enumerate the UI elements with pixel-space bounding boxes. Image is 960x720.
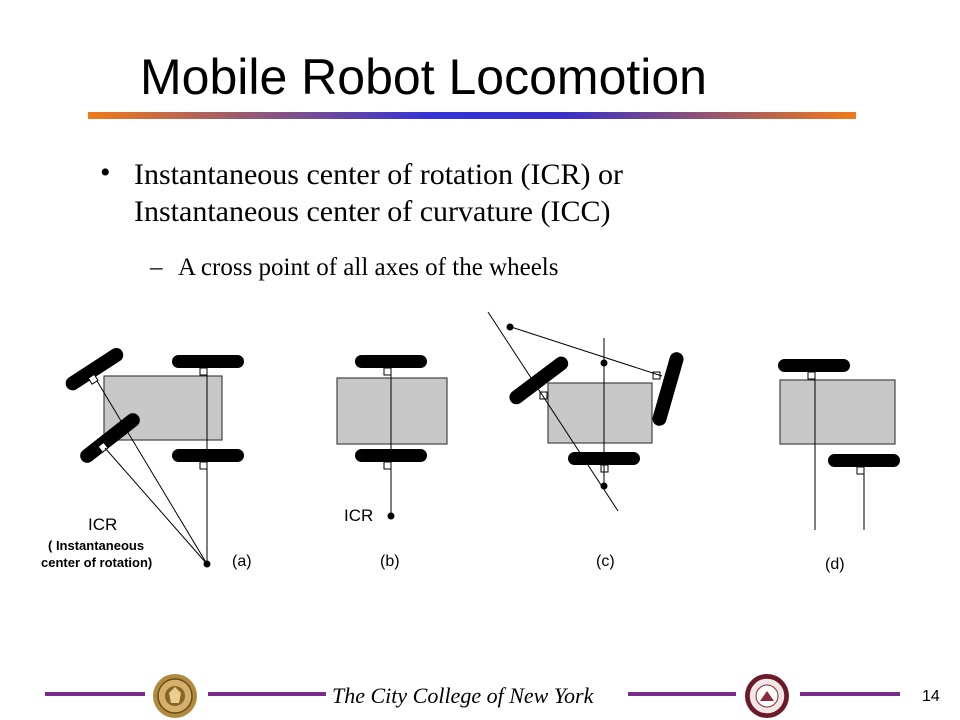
panel-b [336,355,448,520]
page-number: 14 [922,688,940,705]
icr-desc-a-1: ( Instantaneous [48,538,144,553]
panel-a [65,348,244,568]
ccny-seal-icon [153,674,197,718]
footer-line-left [45,692,145,696]
title-underline [88,112,856,119]
panel-label-c: (c) [596,553,615,570]
bullet-line-2: Instantaneous center of curvature (ICC) [134,195,611,228]
bullet-marker: • [100,156,111,189]
footer-line-mid-right [628,692,736,696]
bullet-line-1: Instantaneous center of rotation (ICR) o… [134,158,624,191]
icr-label-b: ICR [344,506,373,525]
panel-label-d: (d) [825,556,845,573]
ccny-robotics-lab-icon [745,674,789,718]
panel-d [778,359,900,530]
sub-bullet-text: A cross point of all axes of the wheels [178,254,559,281]
bullet-text: Instantaneous center of rotation (ICR) o… [134,156,814,230]
panel-c [487,311,684,512]
panel-label-b: (b) [380,553,400,570]
icr-label-a: ICR [88,515,117,534]
footer-institution: The City College of New York [332,683,594,708]
page-title: Mobile Robot Locomotion [140,49,707,105]
sub-bullet-marker: – [150,254,163,281]
icr-desc-a-2: center of rotation) [41,555,152,570]
panel-label-a: (a) [232,553,252,570]
footer-line-mid-left [208,692,326,696]
footer-line-right [800,692,900,696]
